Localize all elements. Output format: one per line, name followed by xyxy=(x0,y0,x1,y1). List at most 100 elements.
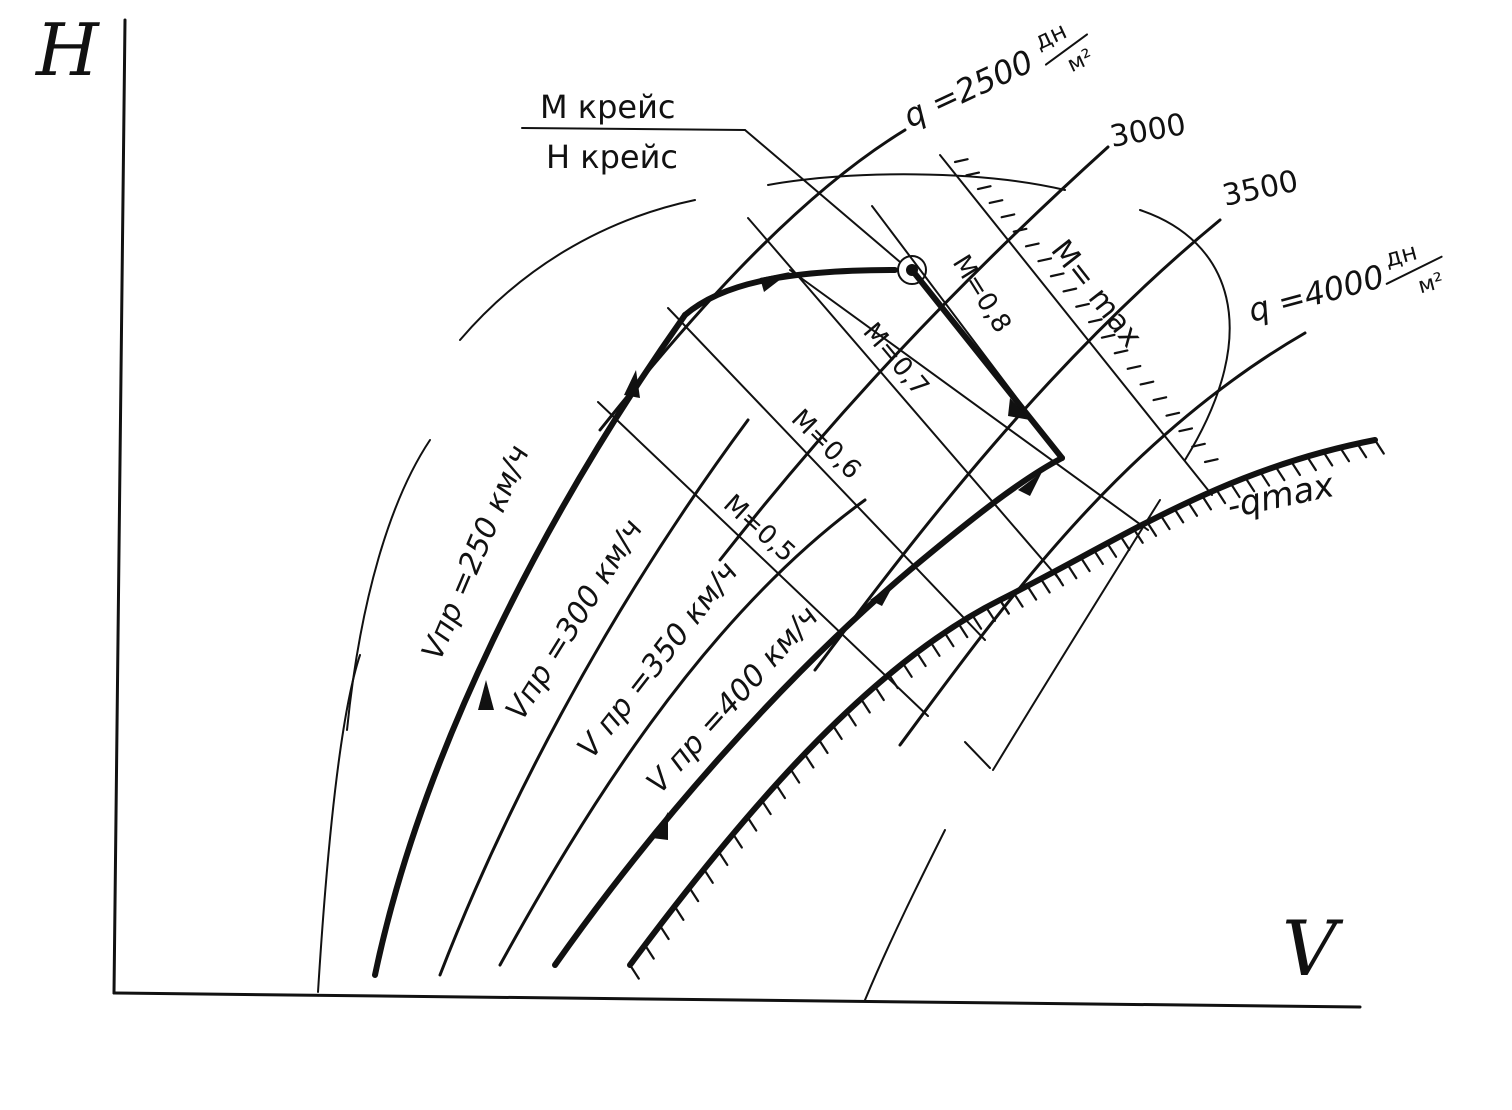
q-label-4000-unit-top: дн xyxy=(1382,237,1420,272)
hatch-mark xyxy=(1037,257,1053,263)
hatch-mark xyxy=(1119,535,1131,551)
hatch-mark xyxy=(1092,549,1104,566)
cruise-label-group: М крейс Н крейс xyxy=(521,88,901,263)
hatch-mark xyxy=(953,158,969,164)
hatch-mark xyxy=(965,171,981,177)
hatch-mark xyxy=(1132,528,1144,544)
hatch-mark xyxy=(775,783,787,800)
x-axis xyxy=(112,991,1362,1009)
hatch-mark xyxy=(873,685,885,702)
hatch-mark xyxy=(789,767,801,784)
hatch-mark xyxy=(702,868,714,884)
hatch-mark xyxy=(1290,460,1302,477)
hatch-mark xyxy=(1062,287,1078,293)
y-axis-label: H xyxy=(34,8,100,92)
hatch-mark xyxy=(1356,442,1368,459)
mach-line-max xyxy=(939,154,1213,496)
hatch-mark xyxy=(1024,242,1040,248)
q-label-4000: q =4000 xyxy=(1244,257,1388,330)
q-label-2500-unit-bottom: м² xyxy=(1064,45,1098,78)
q-label-2500: q =2500 xyxy=(897,42,1039,135)
hatch-mark xyxy=(1000,213,1016,219)
hatch-mark xyxy=(1100,333,1116,339)
hatch-mark xyxy=(673,905,685,921)
q-label-2500-unit-bar xyxy=(1044,33,1089,66)
speed-labels: Vпр =250 км/ч Vпр =300 км/ч V пр =350 км… xyxy=(415,440,826,800)
cruise-label-top: М крейс xyxy=(540,88,676,126)
hatch-mark xyxy=(1373,438,1385,455)
hatch-mark xyxy=(957,622,969,639)
envelope-arc-bottom xyxy=(864,829,946,1001)
flight-trajectory xyxy=(682,255,1065,461)
hatch-mark xyxy=(1087,318,1103,324)
arrow-400-lower xyxy=(652,812,668,840)
hatch-mark xyxy=(1173,507,1185,524)
arrow-250-lower xyxy=(478,680,494,710)
hatch-mark xyxy=(628,963,640,980)
hatch-mark xyxy=(1066,563,1078,580)
arrow-400-upper xyxy=(1018,472,1042,496)
hatch-mark xyxy=(760,799,772,816)
y-axis xyxy=(112,18,127,995)
mach-line-06 xyxy=(667,307,986,641)
speed-curve-400 xyxy=(552,455,1065,968)
q-label-4000-unit-bottom: м² xyxy=(1415,269,1446,300)
speed-curves xyxy=(372,312,1065,978)
hatch-mark xyxy=(831,724,843,741)
arrow-descent xyxy=(1008,398,1030,420)
hatch-mark xyxy=(1146,521,1158,537)
trajectory-top-segment xyxy=(682,267,898,318)
hatch-mark xyxy=(1191,442,1206,448)
hatch-mark xyxy=(1201,494,1213,511)
hatch-mark xyxy=(1012,227,1028,233)
envelope-arc-right xyxy=(1139,209,1231,461)
hatch-mark xyxy=(998,598,1010,615)
hatch-mark xyxy=(688,886,700,903)
hatch-mark xyxy=(1165,411,1181,417)
axes: H V xyxy=(34,8,1362,1009)
cruise-label-bottom: Н крейс xyxy=(546,138,678,176)
envelope-arc-small xyxy=(964,741,991,769)
q-label-4000-unit-bar xyxy=(1385,255,1443,285)
cruise-leader-line xyxy=(744,129,901,263)
hatch-mark xyxy=(1152,396,1168,402)
hatch-mark xyxy=(658,924,670,941)
q-max-curve xyxy=(627,437,1378,968)
hatch-mark xyxy=(976,185,992,191)
hatch-mark xyxy=(1178,427,1194,433)
speed-curve-300 xyxy=(438,418,750,977)
hatch-mark xyxy=(1229,482,1241,499)
hatch-mark xyxy=(1039,577,1051,594)
trajectory-arrows xyxy=(478,272,1042,840)
trajectory-descent-segment xyxy=(909,267,1065,461)
speed-curve-250 xyxy=(372,312,688,978)
envelope-arc-top-left xyxy=(459,199,696,341)
hatch-mark xyxy=(985,606,997,622)
hatch-mark xyxy=(1215,488,1227,505)
arrow-top-segment xyxy=(760,272,790,292)
hatch-mark xyxy=(1026,584,1038,601)
cruise-point-dot xyxy=(906,264,918,276)
hatch-mark xyxy=(1126,364,1142,370)
mach-line-05 xyxy=(597,401,929,717)
hatch-mark xyxy=(901,662,913,678)
cruise-label-fraction-bar xyxy=(521,127,746,131)
hatch-mark xyxy=(1012,591,1024,608)
hatch-mark xyxy=(859,697,871,714)
hatch-mark xyxy=(1187,501,1199,517)
hatch-mark xyxy=(1203,458,1219,464)
hatch-mark xyxy=(1274,465,1286,482)
x-axis-label: V xyxy=(1282,904,1344,993)
hatch-mark xyxy=(1075,302,1090,308)
hatch-mark xyxy=(817,738,829,755)
q-curve-3000 xyxy=(718,145,1110,562)
q-curves xyxy=(598,128,1378,968)
hatch-mark xyxy=(943,631,955,648)
hatch-mark xyxy=(988,199,1004,205)
hatch-mark xyxy=(1259,470,1271,487)
envelope-arc-left xyxy=(317,654,361,993)
q-label-3500: 3500 xyxy=(1219,164,1301,214)
hatch-mark xyxy=(915,651,927,668)
arrow-250-upper xyxy=(624,370,640,398)
hatch-mark xyxy=(1322,450,1334,467)
